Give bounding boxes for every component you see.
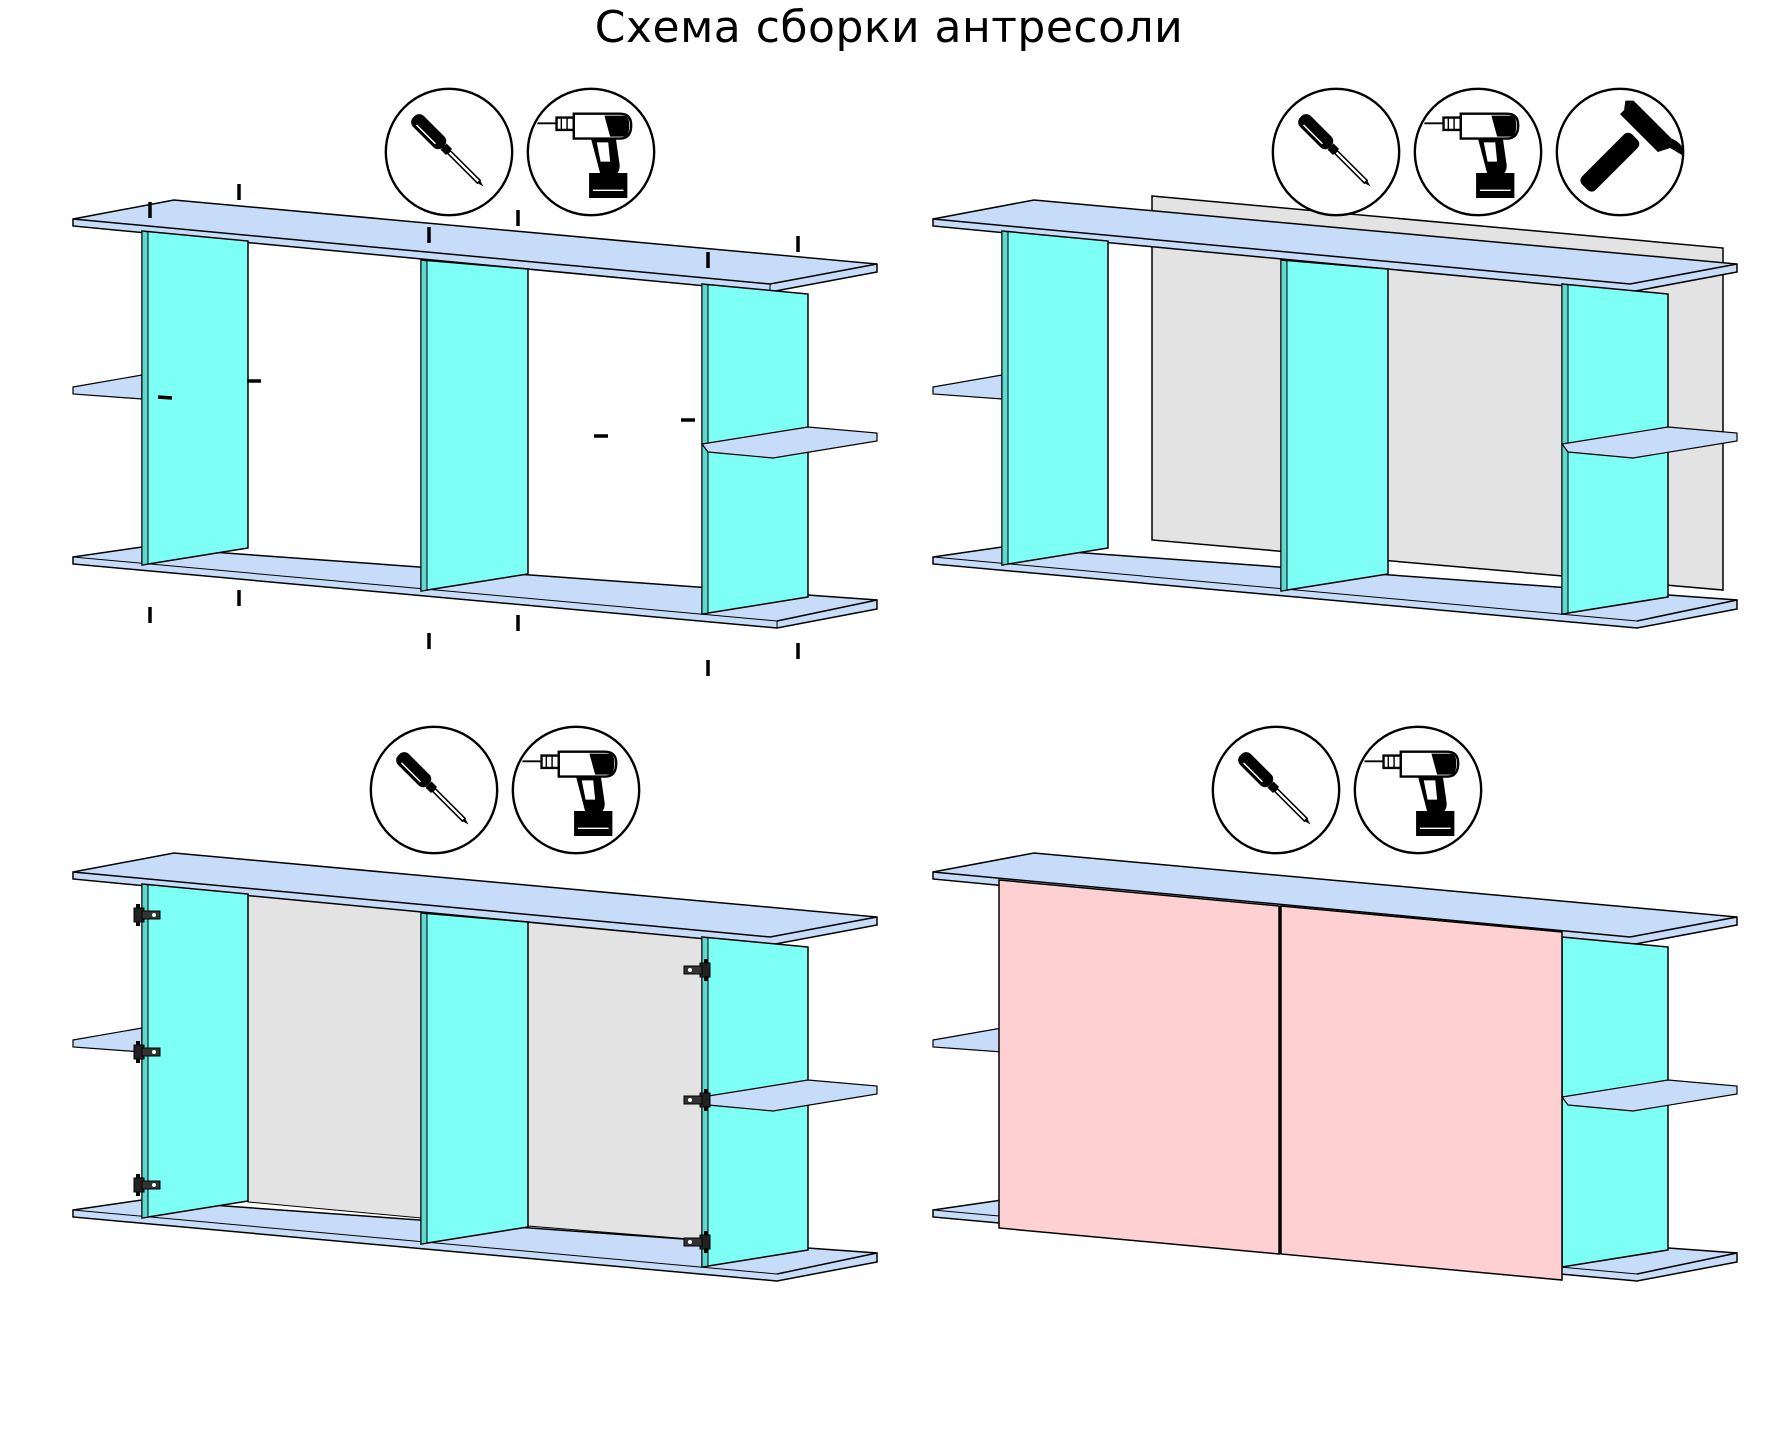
top-panel xyxy=(932,199,1738,293)
left-shelf xyxy=(72,1027,143,1053)
side-panel-left xyxy=(141,230,249,566)
right-shelf xyxy=(1560,426,1738,459)
side-panel-left xyxy=(1001,230,1109,566)
step-4-diagram xyxy=(889,700,1778,1390)
screwdriver-icon xyxy=(1269,85,1403,219)
side-panel-middle xyxy=(1280,259,1389,592)
drill-icon xyxy=(1411,85,1545,219)
screwdriver-icon xyxy=(382,85,516,219)
door-right xyxy=(1280,905,1563,1281)
confirmat-screws xyxy=(148,184,800,676)
side-panel-middle xyxy=(420,912,529,1245)
drill-icon xyxy=(1351,723,1485,857)
left-shelf xyxy=(932,374,1003,400)
step-2-diagram xyxy=(889,0,1778,690)
drill-icon xyxy=(509,723,643,857)
hammer-icon xyxy=(1553,85,1687,219)
screwdriver-icon xyxy=(367,723,501,857)
left-shelf xyxy=(932,1027,1003,1053)
door-left xyxy=(998,879,1280,1255)
left-shelf xyxy=(72,374,143,400)
top-panel xyxy=(72,199,878,293)
step-1-diagram xyxy=(0,0,889,690)
screwdriver-icon xyxy=(1209,723,1343,857)
top-panel xyxy=(72,852,878,946)
right-shelf xyxy=(1560,1079,1738,1112)
step-3-diagram xyxy=(0,700,889,1390)
back-panel xyxy=(247,885,422,1219)
top-panel xyxy=(932,852,1738,946)
right-shelf xyxy=(700,426,878,459)
side-panel-middle xyxy=(420,259,529,592)
drill-icon xyxy=(524,85,658,219)
page-title: Схема сборки антресоли xyxy=(594,2,1184,53)
